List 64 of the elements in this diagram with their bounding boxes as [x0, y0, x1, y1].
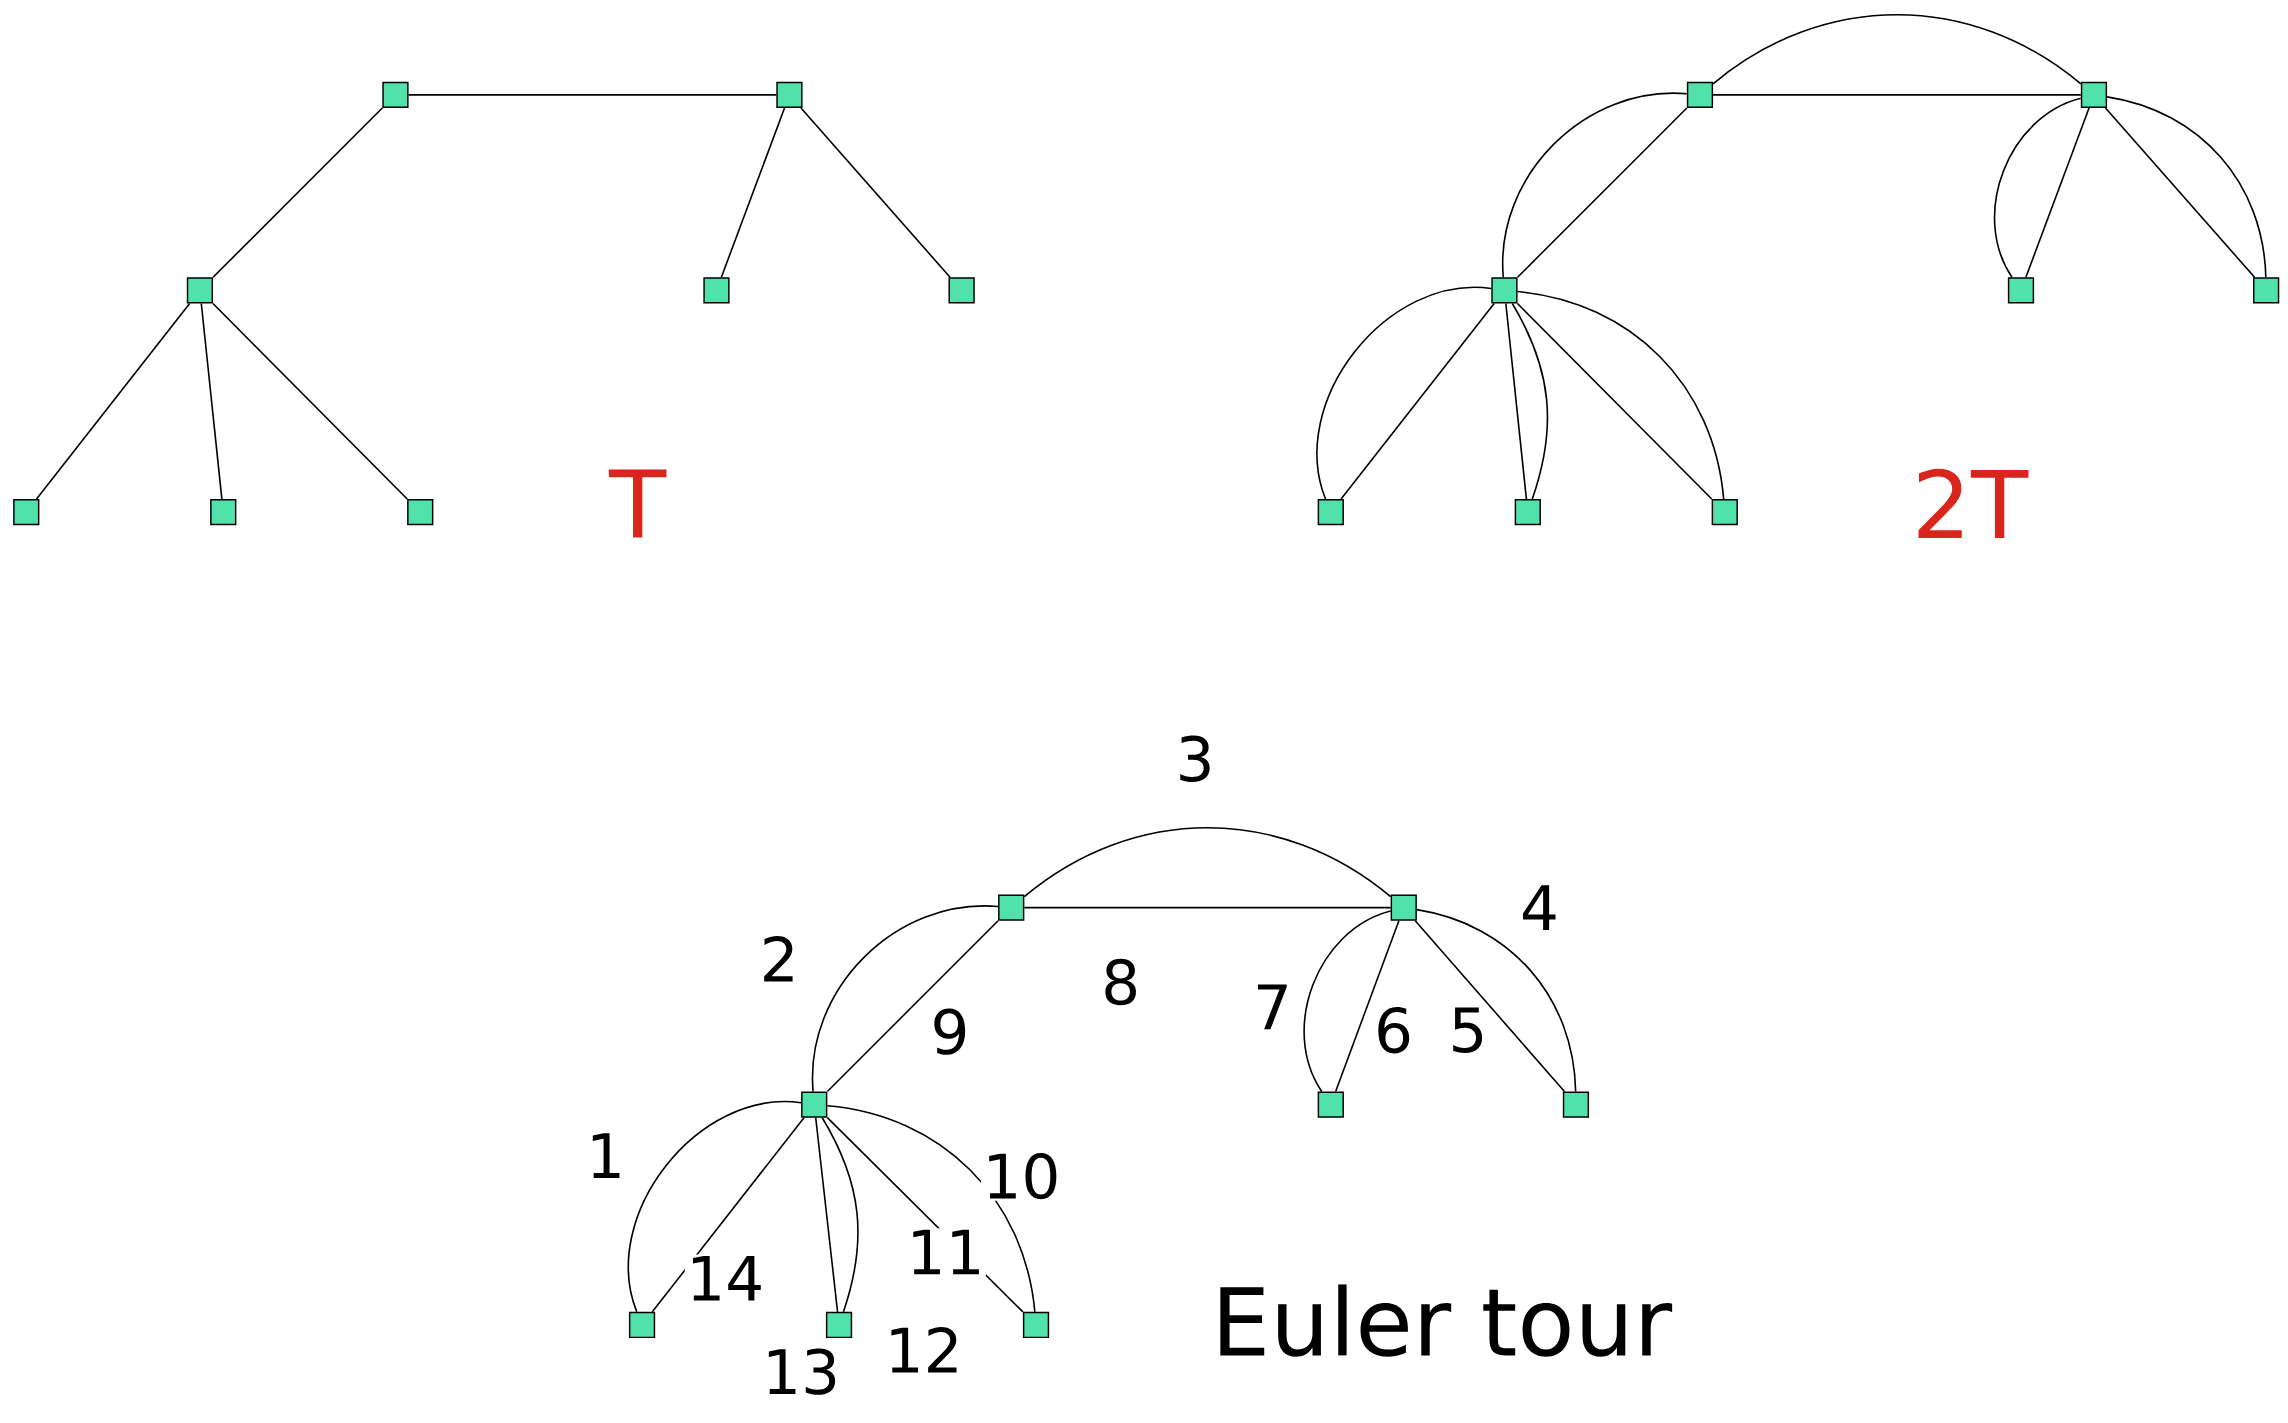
graph-edge — [1334, 920, 1400, 1093]
graph-vertex — [1390, 894, 1417, 921]
graph-vertex — [628, 1311, 656, 1339]
graph-vertex — [776, 81, 803, 109]
graph-edge — [200, 302, 223, 500]
graph-edge — [1316, 287, 1493, 500]
graph-edge — [2025, 107, 2090, 279]
graph-title: 2T — [1918, 468, 2029, 539]
graph-vertex — [2080, 81, 2108, 109]
graph-edge — [1712, 14, 2082, 85]
edge-label: 2 — [758, 934, 801, 984]
graph-title: T — [608, 469, 667, 538]
graph-edge — [1303, 910, 1392, 1093]
graph-vertex — [1317, 1091, 1344, 1118]
edge-label: 9 — [929, 1007, 971, 1057]
edge-label: 7 — [1251, 983, 1294, 1031]
edge-label: 14 — [684, 1254, 766, 1303]
graph-edge — [1994, 97, 2082, 279]
edge-label: 8 — [1099, 957, 1142, 1007]
edge-label: 3 — [1174, 734, 1217, 784]
graph-edge — [814, 1117, 839, 1313]
graph-vertex — [382, 81, 409, 109]
edge-label: 12 — [883, 1325, 965, 1375]
graph-edge — [821, 1117, 859, 1313]
graph-edge — [1340, 302, 1495, 500]
edge-label: 11 — [905, 1228, 986, 1276]
graph-edge — [1023, 906, 1392, 909]
graph-vertex — [1514, 499, 1541, 526]
graph-vertex — [1686, 81, 1714, 109]
graph-edge — [651, 1117, 805, 1313]
graph-vertex — [13, 499, 40, 526]
graph-vertex — [998, 894, 1025, 921]
graph-edge — [407, 94, 778, 96]
graph-vertex — [2253, 277, 2280, 304]
graph-edge — [1511, 302, 1549, 500]
graph-vertex — [1562, 1091, 1590, 1118]
graph-edge — [800, 107, 951, 279]
graph-title: Euler tour — [1220, 1284, 1673, 1357]
graph-vertex — [703, 277, 730, 304]
graph-vertex — [1022, 1311, 1050, 1339]
edge-label: 13 — [760, 1347, 842, 1397]
graph-vertex — [2007, 277, 2035, 304]
graph-edge — [212, 107, 384, 279]
graph-vertex — [407, 499, 434, 526]
edge-label: 4 — [1518, 883, 1561, 932]
graph-vertex — [210, 499, 237, 526]
graph-vertex — [1491, 277, 1518, 304]
graph-edge — [720, 107, 786, 279]
edge-label: 10 — [981, 1151, 1062, 1201]
graph-vertex — [186, 277, 214, 304]
graph-edge — [212, 302, 408, 500]
edge-label: 6 — [1372, 1005, 1415, 1055]
edge-label: 5 — [1447, 1006, 1489, 1055]
graph-vertex — [1711, 499, 1738, 526]
edge-label: 1 — [584, 1132, 627, 1180]
graph-edge — [627, 1101, 802, 1313]
graph-edge — [1505, 302, 1528, 500]
graph-vertex — [825, 1311, 853, 1339]
graph-vertex — [801, 1091, 828, 1118]
graph-vertex — [948, 277, 975, 304]
graph-edge — [1023, 827, 1392, 898]
graph-vertex — [1317, 499, 1344, 526]
graph-edge — [1712, 94, 2082, 96]
graph-edge — [35, 302, 191, 500]
